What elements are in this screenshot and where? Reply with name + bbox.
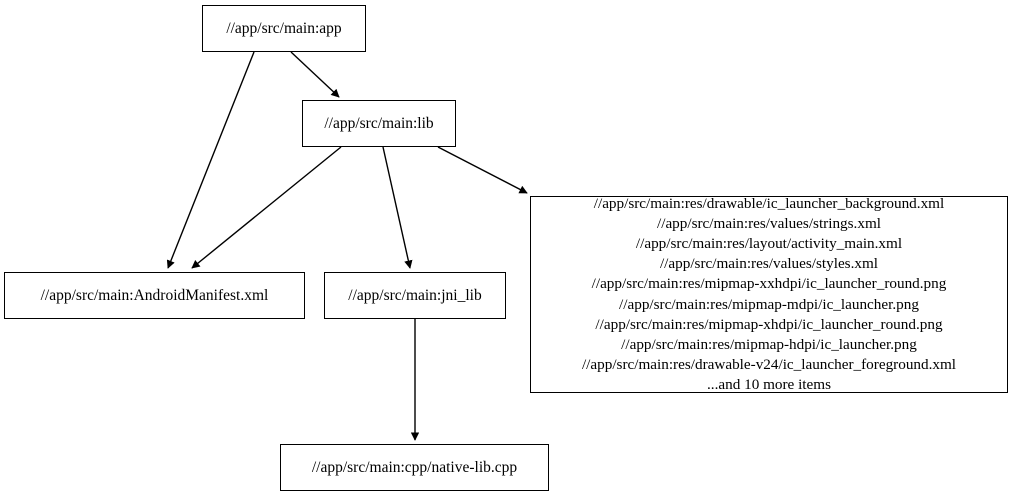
node-native-lib-cpp-label: //app/src/main:cpp/native-lib.cpp [311,458,518,476]
node-jni-lib[interactable]: //app/src/main:jni_lib [324,272,506,319]
node-app-label: //app/src/main:app [226,19,342,37]
edge-lib-to-res [437,146,528,194]
node-app[interactable]: //app/src/main:app [202,5,366,52]
node-jni-lib-label: //app/src/main:jni_lib [348,286,482,304]
edge-app-to-lib [290,51,340,98]
node-native-lib-cpp[interactable]: //app/src/main:cpp/native-lib.cpp [280,444,549,491]
node-lib[interactable]: //app/src/main:lib [302,100,456,147]
node-res-group[interactable]: //app/src/main:res/drawable/ic_launcher_… [530,195,1008,393]
node-lib-label: //app/src/main:lib [324,114,434,132]
node-res-group-label: //app/src/main:res/drawable/ic_launcher_… [581,195,957,393]
edge-app-to-manifest [166,51,255,269]
edge-lib-to-manifest [191,146,342,269]
node-android-manifest[interactable]: //app/src/main:AndroidManifest.xml [4,272,305,319]
edge-lib-to-jni-lib [382,146,413,269]
node-android-manifest-label: //app/src/main:AndroidManifest.xml [40,286,269,304]
